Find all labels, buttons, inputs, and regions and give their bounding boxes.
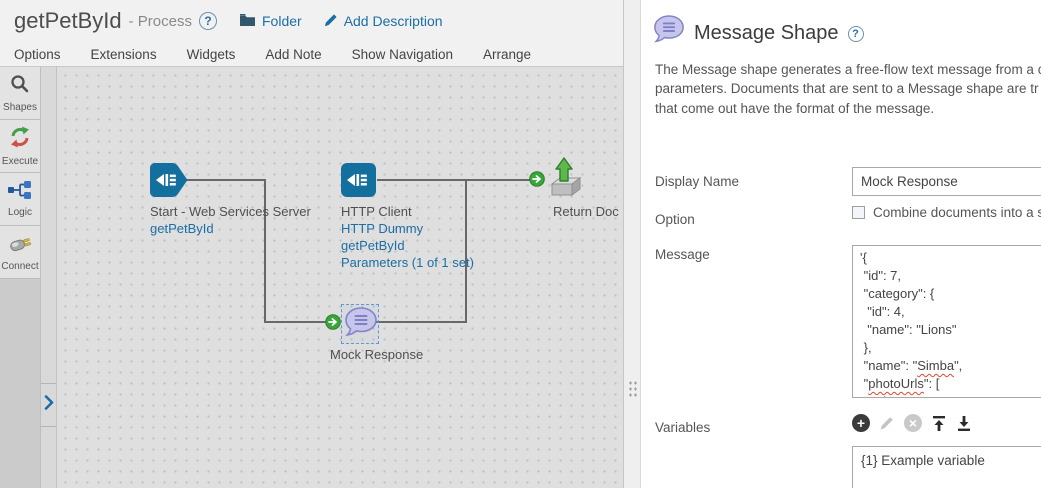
connector-line <box>180 179 266 181</box>
description-line: The Message shape generates a free-flow … <box>655 62 1041 77</box>
connector-line <box>377 179 532 181</box>
process-type-label: - Process <box>128 12 192 30</box>
sidebar-item-execute[interactable]: Execute <box>0 120 40 173</box>
search-icon <box>10 74 30 99</box>
http-parameters-link[interactable]: Parameters (1 of 1 set) <box>341 255 474 270</box>
http-shape-title: HTTP Client <box>341 204 412 219</box>
add-description-label: Add Description <box>343 13 443 29</box>
option-row: Combine documents into a single <box>852 205 1041 220</box>
branch-icon <box>8 180 32 204</box>
combine-documents-checkbox[interactable] <box>852 206 865 219</box>
description-line: that come out have the format of the mes… <box>655 100 935 116</box>
start-shape-title: Start - Web Services Server <box>150 204 311 219</box>
connector-line <box>465 180 467 323</box>
process-title: getPetById <box>14 8 122 33</box>
process-header: getPetById - Process ? Folder Add Descri… <box>0 0 623 42</box>
menu-widgets[interactable]: Widgets <box>186 46 236 62</box>
connector-glyph <box>347 174 367 186</box>
variables-list[interactable]: {1} Example variable <box>852 446 1041 488</box>
menu-extensions[interactable]: Extensions <box>90 46 157 62</box>
import-variables-button[interactable] <box>931 415 947 432</box>
message-bubble-icon <box>653 14 685 53</box>
start-shape-labels: Start - Web Services Server getPetById <box>150 203 311 237</box>
connector-glyph <box>156 174 176 186</box>
panel-header: Message Shape ? <box>653 14 864 53</box>
edit-variable-button[interactable] <box>879 415 895 431</box>
collapsed-panel-strip <box>41 67 57 488</box>
delete-variable-button[interactable]: × <box>904 414 922 432</box>
sidebar-item-label: Execute <box>1 155 39 167</box>
display-name-input[interactable] <box>852 167 1041 196</box>
http-connection-link[interactable]: HTTP Dummy <box>341 221 424 236</box>
connection-point-return[interactable] <box>529 171 545 187</box>
menu-add-note[interactable]: Add Note <box>265 46 322 62</box>
add-description-button[interactable]: Add Description <box>324 13 443 30</box>
display-name-label: Display Name <box>655 174 740 189</box>
sidebar-item-connect[interactable]: Connect <box>0 226 40 279</box>
folder-icon <box>239 13 256 30</box>
sidebar-item-label: Connect <box>1 260 39 272</box>
shape-message-mock-response[interactable] <box>344 306 378 347</box>
return-shape-label: Return Doc <box>553 204 619 219</box>
pencil-icon <box>324 13 338 30</box>
connector-line <box>376 321 467 323</box>
add-variable-button[interactable]: + <box>852 414 870 432</box>
shape-start[interactable] <box>150 163 189 202</box>
message-label: Message <box>655 247 710 262</box>
connection-point-mock[interactable] <box>325 314 341 330</box>
shape-http-client[interactable] <box>341 163 376 202</box>
tool-sidebar: Shapes Execute <box>0 67 41 488</box>
expand-panel-toggle[interactable] <box>41 383 56 427</box>
description-line: parameters. Documents that are sent to a… <box>655 81 1039 97</box>
export-variables-button[interactable] <box>956 415 972 432</box>
mock-shape-label: Mock Response <box>330 347 424 362</box>
connector-line <box>264 179 266 323</box>
folder-label: Folder <box>262 13 302 29</box>
http-operation-link[interactable]: getPetById <box>341 238 405 253</box>
plug-icon <box>8 233 32 258</box>
folder-button[interactable]: Folder <box>239 13 302 30</box>
sidebar-item-label: Shapes <box>3 101 37 113</box>
message-textarea[interactable]: '{ "id": 7, "category": { "id": 4, "name… <box>852 245 1041 398</box>
connector-line <box>264 321 328 323</box>
panel-help-icon[interactable]: ? <box>847 25 864 42</box>
start-shape-component-link[interactable]: getPetById <box>150 221 214 236</box>
panel-splitter[interactable] <box>623 0 641 488</box>
panel-description: The Message shape generates a free-flow … <box>655 60 1041 118</box>
menu-arrange[interactable]: Arrange <box>482 46 531 62</box>
sidebar-item-label: Logic <box>8 206 32 218</box>
process-canvas[interactable]: Start - Web Services Server getPetById <box>57 67 623 488</box>
variables-toolbar: + × <box>852 414 972 432</box>
option-label: Option <box>655 212 695 227</box>
shape-return-documents[interactable] <box>546 157 584 204</box>
chevron-right-icon <box>44 395 54 415</box>
sidebar-item-logic[interactable]: Logic <box>0 173 40 226</box>
sidebar-item-shapes[interactable]: Shapes <box>0 67 40 120</box>
canvas-menubar: Options Extensions Widgets Add Note Show… <box>0 42 623 67</box>
process-builder-region: getPetById - Process ? Folder Add Descri… <box>0 0 623 488</box>
menu-options[interactable]: Options <box>14 46 61 62</box>
message-shape-properties-panel: Message Shape ? The Message shape genera… <box>641 0 1041 488</box>
http-shape-labels: HTTP Client HTTP Dummy getPetById Parame… <box>341 203 474 271</box>
process-help-icon[interactable]: ? <box>199 12 217 30</box>
menu-show-navigation[interactable]: Show Navigation <box>351 46 453 62</box>
combine-documents-checkbox-label: Combine documents into a single <box>873 205 1041 220</box>
panel-title: Message Shape <box>694 22 839 44</box>
execute-cycle-icon <box>9 126 31 153</box>
builder-content-row: Shapes Execute <box>0 67 623 488</box>
variable-list-item[interactable]: {1} Example variable <box>861 453 985 468</box>
splitter-grip-icon <box>628 380 637 397</box>
variables-label: Variables <box>655 420 711 435</box>
